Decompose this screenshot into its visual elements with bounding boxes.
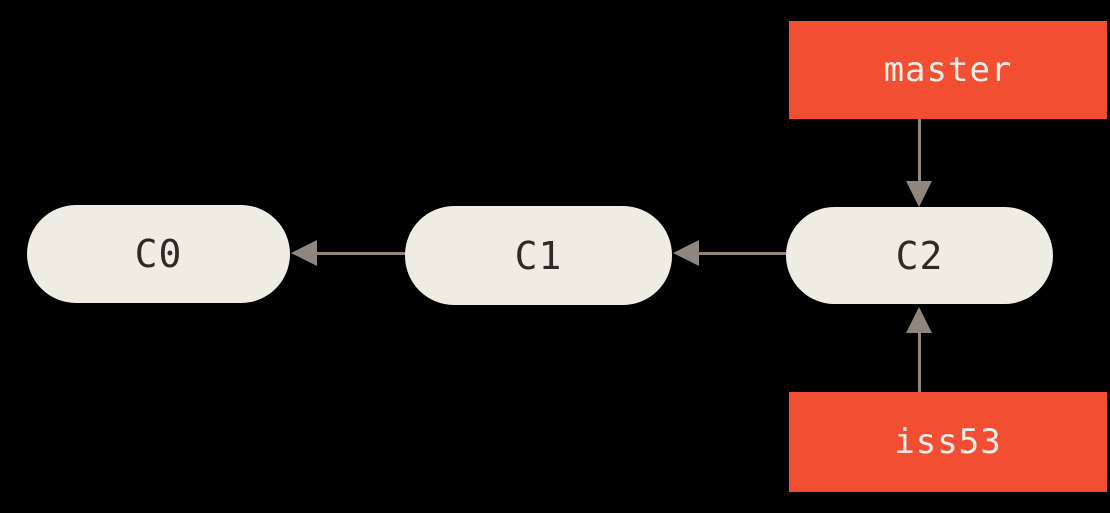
arrowhead-left-icon	[673, 240, 699, 266]
arrow-stem	[918, 332, 921, 392]
commit-node-c1: C1	[405, 206, 672, 305]
arrowhead-down-icon	[906, 181, 932, 207]
arrowhead-up-icon	[906, 307, 932, 333]
commit-node-c1-label: C1	[514, 233, 563, 278]
branch-label-master: master	[789, 21, 1107, 119]
commit-node-c2-label: C2	[895, 233, 944, 278]
arrow-stem	[697, 252, 786, 255]
commit-node-c0-label: C0	[134, 232, 183, 276]
commit-node-c2: C2	[786, 207, 1053, 304]
arrowhead-left-icon	[291, 240, 317, 266]
branch-label-master-text: master	[883, 50, 1013, 90]
branch-label-iss53: iss53	[789, 392, 1107, 492]
arrow-stem	[918, 119, 921, 182]
branch-label-iss53-text: iss53	[894, 422, 1002, 462]
arrow-stem	[315, 252, 405, 255]
commit-node-c0: C0	[27, 205, 290, 303]
